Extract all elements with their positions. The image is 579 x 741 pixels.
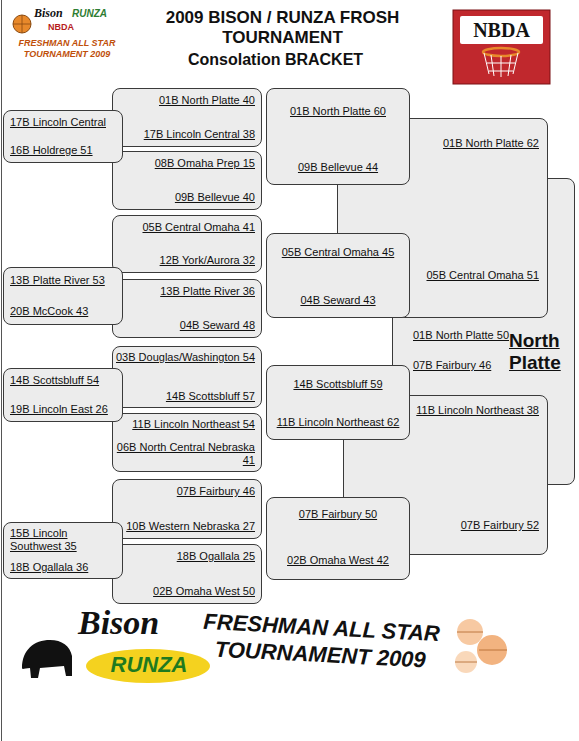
game-box: 14B Scottsbluff 59 11B Lincoln Northeast … [266, 365, 410, 440]
game-box: 13B Platte River 53 20B McCook 43 [3, 267, 123, 325]
team-score: 18B Ogallala 25 [113, 550, 261, 563]
team-score: 03B Douglas/Washington 54 [113, 351, 261, 364]
game-box: 11B Lincoln Northeast 54 06B North Centra… [112, 413, 262, 472]
team-score: 04B Seward 48 [113, 319, 261, 332]
team-score: 14B Scottsbluff 54 [4, 374, 122, 387]
game-box: 07B Fairbury 50 02B Omaha West 42 [266, 497, 410, 580]
nbda-logo [453, 10, 550, 84]
team-score: 12B York/Aurora 32 [113, 254, 261, 267]
team-score: 19B Lincoln East 26 [4, 403, 122, 416]
hoop-rim [483, 48, 519, 56]
team-score: 09B Bellevue 40 [113, 191, 261, 204]
team-score: 01B North Platte 60 [267, 105, 409, 118]
team-score: 13B Platte River 53 [4, 274, 122, 287]
logo-word: Bison [34, 6, 74, 20]
team-score: 11B Lincoln Northeast 54 [113, 418, 261, 431]
logo-slogan: FRESHMAN ALL STAR TOURNAMENT 2009 [10, 38, 124, 60]
runza-swoosh [86, 649, 210, 683]
ball-seams [455, 632, 507, 662]
game-box: 18B Ogallala 25 02B Omaha West 50 [112, 544, 262, 604]
logo-word: RUNZA [96, 652, 202, 678]
ball-seams [13, 15, 31, 33]
team-score: 16B Holdrege 51 [4, 144, 122, 157]
team-score: 09B Bellevue 44 [267, 161, 409, 174]
team-score: 07B Fairbury 46 [113, 485, 261, 498]
game-box: 01B North Platte 60 09B Bellevue 44 [266, 88, 410, 185]
bison-silhouette [22, 640, 72, 678]
game-box: 05B Central Omaha 41 12B York/Aurora 32 [112, 215, 262, 273]
subtitle: Consolation BRACKET [188, 50, 388, 69]
team-score: 01B North Platte 40 [113, 94, 261, 107]
hoop-net [484, 53, 518, 77]
team-score: 18B Ogallala 36 [4, 561, 122, 574]
team-score: 02B Omaha West 42 [267, 554, 409, 567]
team-score: 20B McCook 43 [4, 305, 122, 318]
game-box: 17B Lincoln Central 16B Holdrege 51 [3, 110, 123, 163]
logo-word: NBDA [462, 18, 541, 42]
logo-word: RUNZA [72, 8, 118, 20]
team-score: 10B Western Nebraska 27 [113, 520, 261, 533]
game-box: 13B Platte River 36 04B Seward 48 [112, 279, 262, 338]
team-score: 05B Central Omaha 41 [113, 221, 261, 234]
team-score: 08B Omaha Prep 15 [113, 157, 261, 170]
team-score: 07B Fairbury 50 [267, 508, 409, 521]
team-score: 11B Lincoln Northeast 62 [267, 416, 409, 429]
team-score: 13B Platte River 36 [113, 285, 261, 298]
team-score: 14B Scottsbluff 59 [267, 378, 409, 391]
team-score: 15B Lincoln Southwest 35 [4, 527, 122, 553]
team-score: 04B Seward 43 [267, 294, 409, 307]
page-edge [1, 0, 2, 741]
logo-square [453, 10, 550, 84]
team-score: 17B Lincoln Central 38 [113, 128, 261, 141]
game-box: 14B Scottsbluff 54 19B Lincoln East 26 [3, 368, 123, 422]
team-score: 14B Scottsbluff 57 [113, 390, 261, 403]
champion-name: North Platte [509, 330, 575, 374]
game-box: 08B Omaha Prep 15 09B Bellevue 40 [112, 151, 262, 210]
logo-word: NBDA [48, 22, 88, 33]
game-box: 15B Lincoln Southwest 35 18B Ogallala 36 [3, 522, 123, 579]
team-score: 02B Omaha West 50 [113, 585, 261, 598]
game-box: 07B Fairbury 46 10B Western Nebraska 27 [112, 479, 262, 539]
game-box: 03B Douglas/Washington 54 14B Scottsbluff… [112, 346, 262, 408]
game-box: 05B Central Omaha 45 04B Seward 43 [266, 233, 410, 318]
team-score: 05B Central Omaha 45 [267, 246, 409, 259]
page-title: 2009 BISON / RUNZA FROSH TOURNAMENT [165, 8, 400, 48]
game-box: 01B North Platte 40 17B Lincoln Central 3… [112, 88, 262, 147]
top-logo-art [13, 15, 31, 33]
basketball [13, 15, 31, 33]
team-score: 06B North Central Nebraska 41 [113, 441, 261, 467]
logo-plate [460, 16, 543, 44]
team-score: 17B Lincoln Central [4, 116, 122, 129]
logo-word: Bison [78, 604, 188, 642]
logo-slogan: FRESHMAN ALL STAR TOURNAMENT 2009 [189, 607, 453, 675]
